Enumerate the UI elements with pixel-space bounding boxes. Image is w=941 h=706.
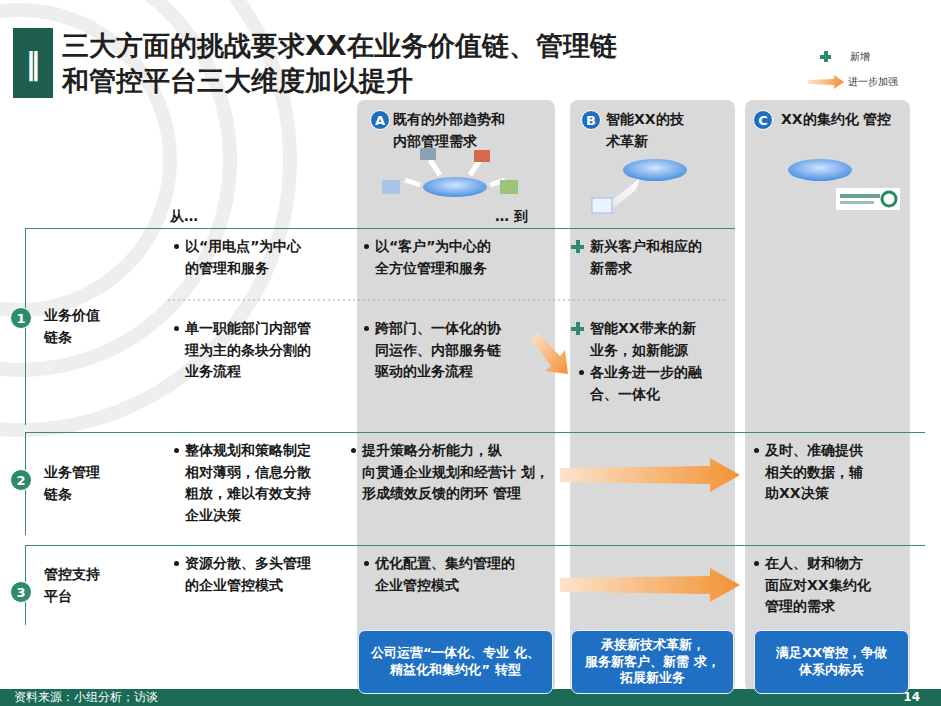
control-illustration [788,159,900,210]
new-plus [571,240,584,253]
decor-arcs [0,0,290,430]
direction-label: … 到 [495,206,545,228]
trend-illustration [470,160,480,175]
node-text: 承接新技术革新， 服务新客户、新需 求，拓展新业务 [578,637,727,688]
column-title: 既有的外部趋势和 内部管理需求 [393,109,549,152]
cell-text: 在人、财和物方 面应对XX集约化 管理的需求 [765,553,907,618]
legend-arrow [808,75,844,89]
callout-number: 1 [10,307,32,329]
plus-bar [824,51,828,62]
tech-illustration [623,159,687,181]
column-letter: C [753,110,773,130]
node-text: 公司运营“一体化、专业 化、精益化和集约化” 转型 [365,645,546,679]
summary-box: 公司运营“一体化、专业 化、精益化和集约化” 转型 [358,630,553,694]
strengthen-arrows [560,458,740,492]
cell-text: 各业务进一步的融 合、一体化 [590,362,732,405]
callout-number: 2 [10,469,32,491]
decor-arcs [0,0,290,430]
cell-text: 以“用电点”为中心 的管理和服务 [185,236,353,279]
bullet-dot [174,561,179,566]
node-text: 满足XX管控，争做 体系内标兵 [761,645,902,679]
column-letter: B [581,110,601,130]
trend-illustration [474,150,490,162]
callout-number: 3 [10,581,32,603]
cell-text: 资源分散、多头管理 的企业管控模式 [185,553,353,596]
node-text: A [375,114,385,127]
summary-box: 承接新技术革新， 服务新客户、新需 求，拓展新业务 [571,630,734,694]
column-letter: A [370,110,390,130]
cell-text: 跨部门、一体化的协 同运作、内部服务链 驱动的业务流程 [375,318,553,383]
cell-text: 以“客户”为中心的 全方位管理和服务 [375,236,553,279]
section-marker: ‖ [13,28,53,98]
cell-text: 整体规划和策略制定 相对薄弱，信息分散 粗放，难以有效支持 企业决策 [185,440,353,527]
legend-plus [820,51,831,62]
tech-illustration [592,198,612,213]
trend-illustration [405,180,420,185]
bullet-dot [174,326,179,331]
control-illustration [840,201,874,204]
row-label: 管控支持 平台 [44,564,124,607]
new-plus [571,322,584,335]
trend-illustration [420,148,436,160]
legend-text: 新增 [850,50,940,64]
trend-illustration [423,177,487,197]
node-text: ‖ [26,46,41,81]
row-label: 业务管理 链条 [44,462,124,505]
bullet-dot [364,244,369,249]
node-text: 2 [16,474,25,487]
bullet-dot [579,370,584,375]
cell-text: 单一职能部门内部管 理为主的条块分割的 业务流程 [185,318,353,383]
trend-illustration [500,180,518,194]
column-panels [570,100,735,692]
bullet-dot [754,561,759,566]
slide-title: 三大方面的挑战要求XX在业务价值链、管理链 和管控平台三大维度加以提升 [62,28,762,98]
control-illustration [882,192,896,206]
tech-illustration [592,159,687,214]
direction-label: 从… [170,206,230,228]
column-panels [357,100,910,692]
page-number: 14 [880,689,920,706]
cell-text: 优化配置、集约管理的 企业管控模式 [375,553,553,596]
legend-arrow [808,75,844,89]
node-text: C [758,114,768,127]
control-illustration [836,188,900,210]
control-illustration [788,159,852,181]
legend-text: 进一步加强 [848,75,938,89]
trend-illustration [382,180,400,194]
column-title: XX的集约化 管控 [781,109,904,131]
plus-bar [576,240,580,253]
cell-text: 智能XX带来的新 业务，如新能源 [590,318,732,361]
strengthen-arrows [560,568,740,602]
control-illustration [840,194,880,198]
bullet-dot [364,561,369,566]
summary-box: 满足XX管控，争做 体系内标兵 [754,630,909,694]
plus-bar [576,322,580,335]
bullet-dot [754,448,759,453]
column-header: 既有的外部趋势和 内部管理需求 A 公司运营“一体化、专业 化、精益化和集约化” 转… [357,100,555,692]
strengthen-arrows [531,333,740,602]
trend-illustration [430,160,440,175]
cell-text: 及时、准确提供 相关的数据，辅 助XX决策 [765,440,907,505]
bullet-dot [364,326,369,331]
node-text: 1 [16,312,25,325]
trend-illustration [405,160,505,185]
cell-text: 新兴客户和相应的 新需求 [590,236,732,279]
bullet-dot [174,244,179,249]
trend-illustration [382,148,518,197]
cell-text: 提升策略分析能力，纵 向贯通企业规划和经营计 划，形成绩效反馈的闭环 管理 [362,440,554,505]
row-divider [168,300,725,301]
strengthen-arrows [531,333,568,374]
source-note: 资料来源：小组分析；访谈 [14,689,314,706]
row-label: 业务价值 链条 [44,305,124,348]
bullet-dot [351,448,356,453]
node-text: B [586,114,596,127]
column-panels [745,100,910,692]
column-title: 智能XX的技 术革新 [606,109,729,152]
column-panels [357,100,555,692]
bullet-dot [174,448,179,453]
node-text: 3 [16,586,25,599]
